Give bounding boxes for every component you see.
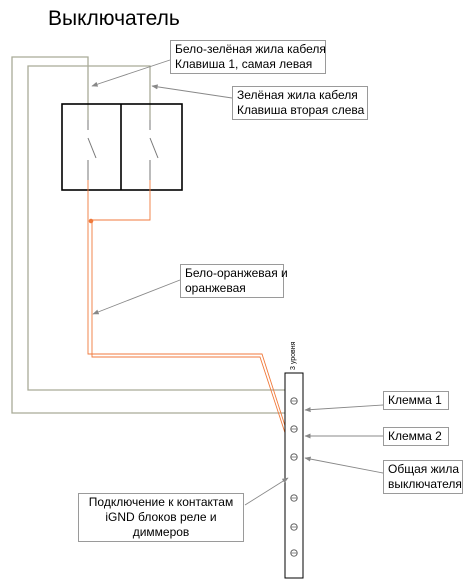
key-1-contact [87,120,97,180]
diagram-title: Выключатель [48,7,180,30]
callout-igdn-line-2: iGND блоков реле и [105,510,217,524]
callout-terminal-1-line-1: Клемма 1 [388,393,442,407]
wire-orange-3 [92,180,151,221]
callout-white-orange: Бело-оранжевая и оранжевая [180,264,288,298]
switch-box [61,103,183,191]
wire-green [27,65,290,391]
wire-orange-2 [91,220,294,458]
callout-igdn: Подключение к контактам iGND блоков реле… [78,493,244,542]
terminal-block-label: 3 уровня [290,341,297,370]
callout-white-green-line-1: Бело-зелёная жила кабеля [175,42,326,56]
callout-green: Зелёная жила кабеля Клавиша вторая слева [232,86,368,120]
callout-igdn-line-3: диммеров [132,525,190,539]
callout-leaders [91,59,384,506]
callout-white-orange-line-1: Бело-оранжевая и [185,266,288,280]
wire-orange-1 [87,180,296,458]
callout-terminal-1: Клемма 1 [383,391,449,410]
callout-common-line-2: выключателя [388,477,462,491]
callout-white-orange-line-2: оранжевая [185,281,246,295]
callout-common-line-1: Общая жила [388,462,459,476]
callout-green-line-2: Клавиша вторая слева [237,103,365,117]
callout-green-line-1: Зелёная жила кабеля [237,88,358,102]
wire-white-green [11,56,290,414]
callout-common: Общая жила выключателя [383,460,463,494]
callout-igdn-line-1: Подключение к контактам [88,495,234,509]
terminal-block [284,372,304,579]
callout-white-green: Бело-зелёная жила кабеля Клавиша 1, сама… [170,40,326,74]
callout-terminal-2: Клемма 2 [383,427,449,446]
callout-white-green-line-2: Клавиша 1, самая левая [175,57,313,71]
key-2-contact [149,120,159,180]
orange-junction-dot [88,218,94,224]
callout-terminal-2-line-1: Клемма 2 [388,429,442,443]
